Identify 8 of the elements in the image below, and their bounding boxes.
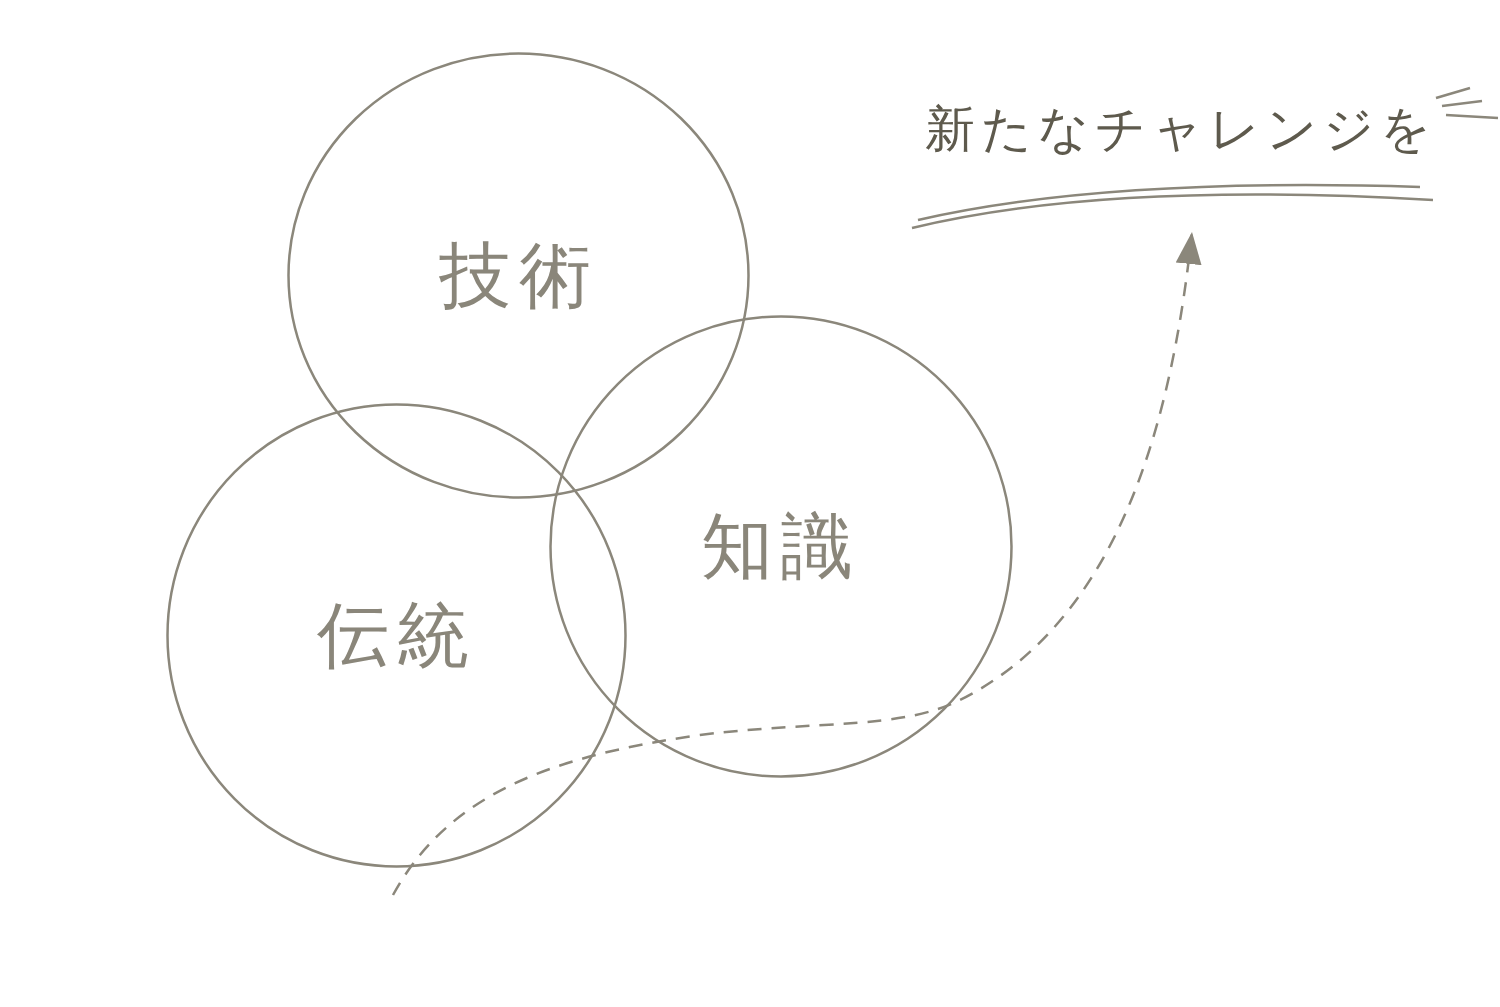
circle-label: 技術 <box>438 239 599 312</box>
circle-label: 伝統 <box>316 599 477 672</box>
venn-circle <box>287 52 750 499</box>
dashed-arrow <box>391 231 1202 896</box>
circle-label: 知識 <box>701 510 861 583</box>
venn-circle <box>549 315 1013 778</box>
heading-text: 新たなチャレンジを <box>925 102 1437 157</box>
venn-circle <box>166 403 627 868</box>
